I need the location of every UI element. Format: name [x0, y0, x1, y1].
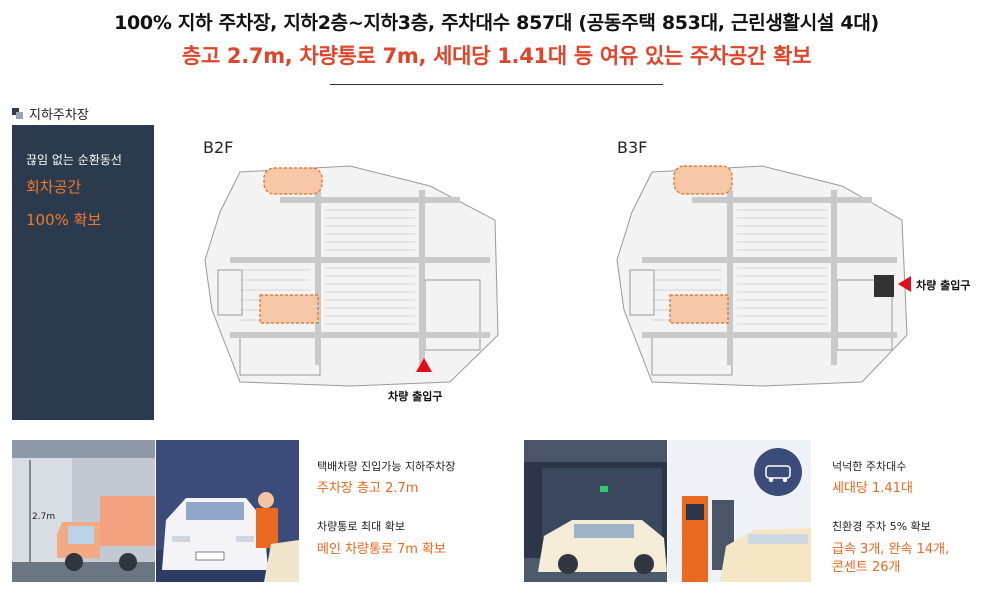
height-label: 2.7m — [32, 512, 56, 522]
feature-sub-1: 택배차량 진입가능 지하주차장 — [317, 460, 456, 473]
entrance-label-b3f: 차량 출입구 — [916, 279, 971, 292]
panel-line-1: 끊임 없는 순환동선 — [26, 153, 122, 167]
illustration-ev-charger — [668, 440, 811, 582]
entrance-label-b2f: 차량 출입구 — [388, 390, 443, 403]
info-panel: 끊임 없는 순환동선 회차공간 100% 확보 — [12, 125, 154, 420]
illustration-truck — [12, 440, 155, 582]
section-heading: 지하주차장 — [12, 104, 89, 123]
square-stack-icon — [12, 108, 23, 119]
illustration-parking-garage — [524, 440, 667, 582]
floor-plan-b2f — [204, 165, 499, 387]
feature-main-4b: 콘센트 26개 — [832, 560, 901, 575]
feature-main-1: 주차장 층고 2.7m — [317, 481, 419, 496]
panel-line-3: 100% 확보 — [26, 211, 102, 229]
feature-main-2: 메인 차량통로 7m 확보 — [317, 542, 447, 557]
illustration-car-driveway — [156, 440, 299, 582]
feature-sub-2: 차량통로 최대 확보 — [317, 520, 405, 533]
entrance-arrow-icon — [898, 276, 911, 292]
subheadline: 층고 2.7m, 차량통로 7m, 세대당 1.41대 등 여유 있는 주차공간… — [181, 44, 812, 68]
panel-line-2: 회차공간 — [26, 178, 82, 196]
section-title: 지하주차장 — [29, 108, 89, 123]
feature-main-3: 세대당 1.41대 — [832, 481, 913, 496]
plan-label-b3f: B3F — [617, 138, 648, 157]
feature-sub-4: 친환경 주차 5% 확보 — [832, 520, 931, 533]
feature-sub-3: 넉넉한 주차대수 — [832, 460, 907, 473]
divider — [330, 84, 663, 85]
plan-label-b2f: B2F — [203, 138, 234, 157]
feature-main-4: 급속 3개, 완속 14개, — [832, 542, 950, 557]
headline: 100% 지하 주차장, 지하2층~지하3층, 주차대수 857대 (공동주택 … — [114, 12, 879, 34]
floor-plan-b3f — [616, 165, 908, 387]
